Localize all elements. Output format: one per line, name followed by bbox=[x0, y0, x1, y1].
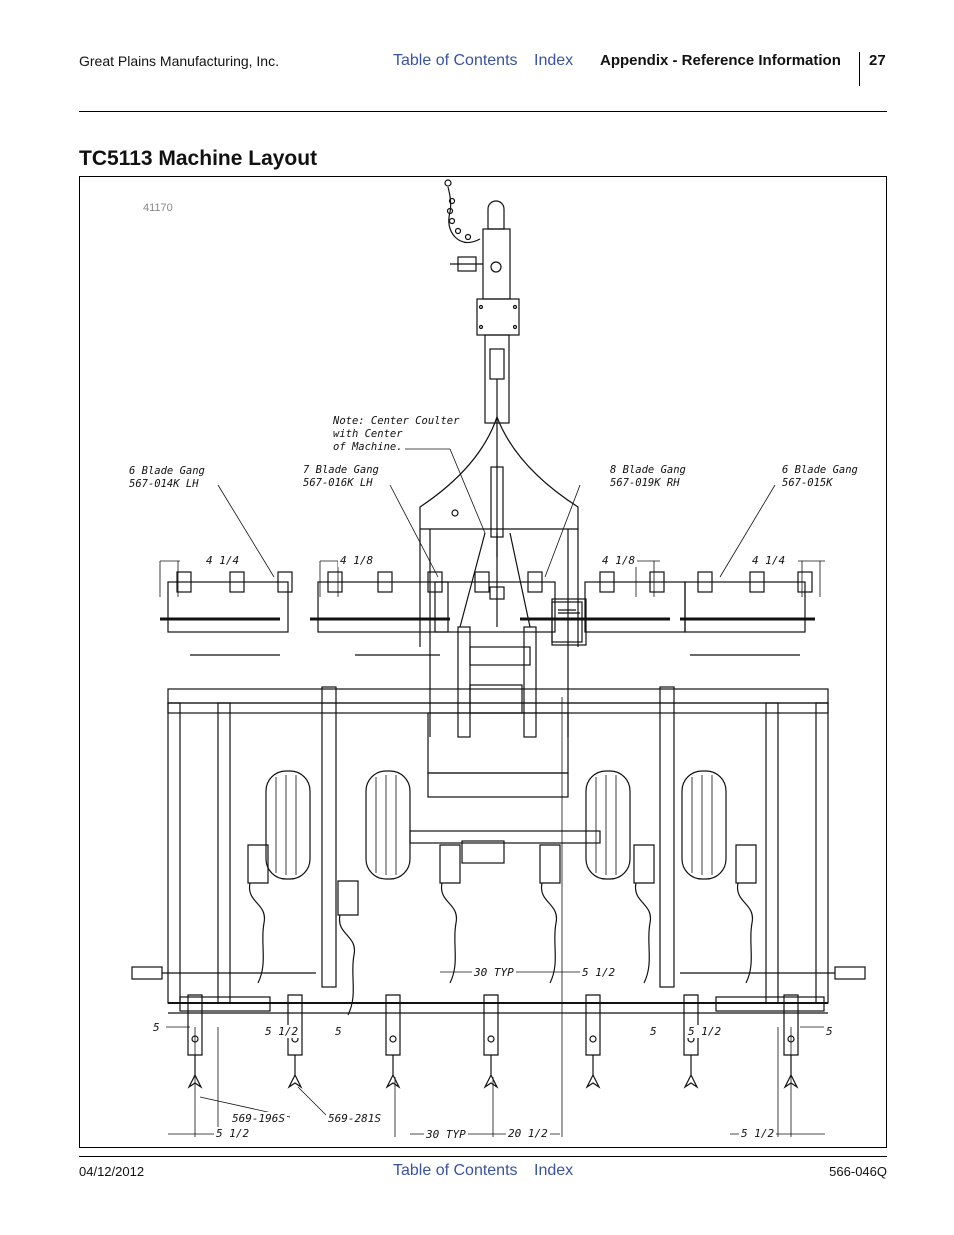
header-index-link[interactable]: Index bbox=[534, 52, 574, 69]
dim-left-five: 5 bbox=[333, 1025, 344, 1038]
dim-left-inner: 5 1/2 bbox=[263, 1025, 301, 1038]
tires bbox=[265, 770, 727, 880]
dim-left-outer: 5 bbox=[151, 1021, 162, 1034]
dim-right-inner: 5 1/2 bbox=[686, 1025, 724, 1038]
dim-top-2: 4 1/8 bbox=[338, 554, 376, 567]
hitch-assembly bbox=[444, 179, 520, 557]
header-divider bbox=[859, 52, 860, 86]
part-label-2: 569-281S bbox=[326, 1112, 383, 1125]
blade-gang-row bbox=[160, 571, 815, 666]
dim-bottom-left: 5 1/2 bbox=[214, 1127, 252, 1140]
center-coulter-note: Note: Center Coulter with Center of Mach… bbox=[333, 415, 460, 453]
shank-assemblies bbox=[187, 844, 799, 1089]
header-toc-link[interactable]: Table of Contents bbox=[393, 52, 518, 69]
page-number: 27 bbox=[869, 52, 886, 69]
gang-callout-4: 6 Blade Gang 567-015K bbox=[782, 464, 858, 489]
machine-drawing bbox=[131, 179, 866, 1137]
part-label-1: 569-196S bbox=[230, 1112, 287, 1125]
figure-id: 41170 bbox=[143, 202, 173, 214]
section-title: Appendix - Reference Information bbox=[600, 52, 841, 69]
dim-bottom-center: 20 1/2 bbox=[506, 1127, 550, 1140]
footer-index-link[interactable]: Index bbox=[534, 1162, 574, 1179]
footer-rule bbox=[79, 1156, 887, 1157]
leader-lines bbox=[199, 448, 776, 1118]
document-number: 566-046Q bbox=[829, 1164, 887, 1179]
dim-bottom-typ: 30 TYP bbox=[424, 1128, 468, 1141]
header-rule bbox=[79, 111, 887, 112]
gang-callout-3: 8 Blade Gang 567-019K RH bbox=[610, 464, 686, 489]
dim-top-1: 4 1/4 bbox=[204, 554, 242, 567]
dim-right-five: 5 bbox=[648, 1025, 659, 1038]
footer-date: 04/12/2012 bbox=[79, 1164, 145, 1179]
dim-typ-spacing: 30 TYP bbox=[472, 966, 516, 979]
dim-top-3: 4 1/8 bbox=[600, 554, 638, 567]
main-frame bbox=[131, 684, 866, 1014]
dim-center-offset: 5 1/2 bbox=[580, 966, 618, 979]
tongue-frame bbox=[419, 415, 583, 738]
company-name: Great Plains Manufacturing, Inc. bbox=[79, 53, 279, 69]
page-title: TC5113 Machine Layout bbox=[79, 147, 318, 170]
machine-layout-figure: 41170 Note: Center Coulter with Center o… bbox=[79, 176, 887, 1148]
gang-callout-2: 7 Blade Gang 567-016K LH bbox=[303, 464, 379, 489]
gang-callout-1: 6 Blade Gang 567-014K LH bbox=[129, 465, 205, 490]
dim-bottom-right: 5 1/2 bbox=[739, 1127, 777, 1140]
dim-right-outer: 5 bbox=[824, 1025, 835, 1038]
dim-top-4: 4 1/4 bbox=[750, 554, 788, 567]
footer-toc-link[interactable]: Table of Contents bbox=[393, 1162, 518, 1179]
